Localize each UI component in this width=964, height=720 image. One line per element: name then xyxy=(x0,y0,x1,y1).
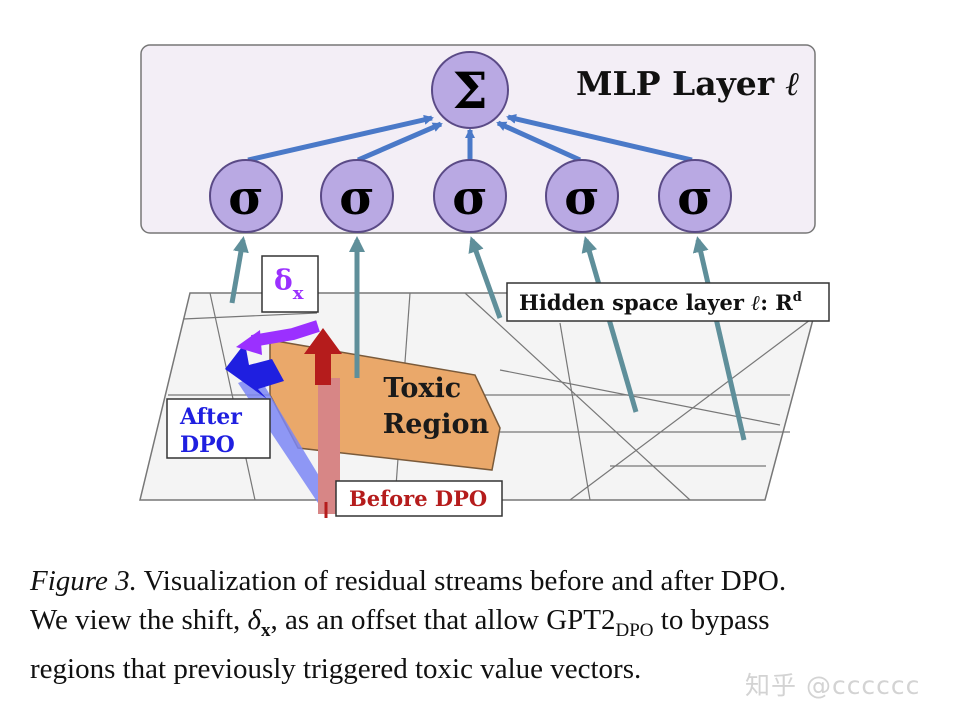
arrow-hidden-neuron-5 xyxy=(692,236,747,441)
neuron-1-symbol: σ xyxy=(228,170,263,226)
before-dpo-arrow xyxy=(304,328,342,385)
arrow-neuron-4-sum xyxy=(496,120,582,163)
figure-label: Figure 3. xyxy=(30,565,137,597)
delta-subscript: x xyxy=(293,283,304,304)
arrow-hidden-neuron-3 xyxy=(468,236,503,319)
caption-line-2: We view the shift, δx, as an offset that… xyxy=(30,604,770,641)
neuron-5: σ xyxy=(658,159,732,233)
svg-text:δx: δx xyxy=(274,264,304,304)
arrow-neuron-5-sum xyxy=(506,113,693,163)
mlp-layer-label: MLP Layer ℓ xyxy=(576,64,800,103)
after-dpo-label-box: After DPO xyxy=(166,398,271,459)
delta-shift-arrow-head xyxy=(236,330,262,355)
neuron-1: σ xyxy=(209,159,283,233)
watermark: 知乎 @cccccc xyxy=(745,671,921,700)
neuron-4: σ xyxy=(545,159,619,233)
neuron-2-symbol: σ xyxy=(339,170,374,226)
figure-caption: Figure 3. Visualization of residual stre… xyxy=(30,562,930,689)
neuron-to-sum-arrows xyxy=(247,113,693,163)
after-dpo-arrow xyxy=(225,343,284,399)
neuron-2: σ xyxy=(320,159,394,233)
caption-line-3: regions that previously triggered toxic … xyxy=(30,652,642,685)
arrow-hidden-neuron-1 xyxy=(229,236,249,304)
sum-node: Σ xyxy=(431,51,509,129)
arrow-neuron-2-sum xyxy=(357,121,443,163)
hidden-space-label-box: Hidden space layer ℓ: Rd xyxy=(506,282,830,322)
neuron-4-symbol: σ xyxy=(564,170,599,226)
delta-symbol: δ xyxy=(274,264,293,297)
svg-text:Hidden space layer ℓ: Rd: Hidden space layer ℓ: Rd xyxy=(519,290,802,315)
svg-text:After DPO: After DPO xyxy=(179,404,250,458)
arrow-hidden-neuron-4 xyxy=(581,236,639,413)
before-dpo-trail xyxy=(318,378,340,514)
delta-shift-arrow-shaft xyxy=(250,320,320,347)
hidden-to-neuron-arrows xyxy=(229,236,747,441)
neuron-5-symbol: σ xyxy=(677,170,712,226)
svg-text:Before DPO: Before DPO xyxy=(349,486,487,511)
delta-label-box: δx xyxy=(261,255,319,313)
before-dpo-label-box: Before DPO xyxy=(335,480,503,517)
toxic-region-label: Toxic Region xyxy=(383,373,490,440)
neuron-3: σ xyxy=(433,159,507,233)
caption-line-1: Figure 3. Visualization of residual stre… xyxy=(30,565,787,597)
mlp-layer-box xyxy=(140,44,816,234)
sum-symbol: Σ xyxy=(452,61,487,120)
arrow-neuron-1-sum xyxy=(247,114,434,163)
neuron-3-symbol: σ xyxy=(452,170,487,226)
